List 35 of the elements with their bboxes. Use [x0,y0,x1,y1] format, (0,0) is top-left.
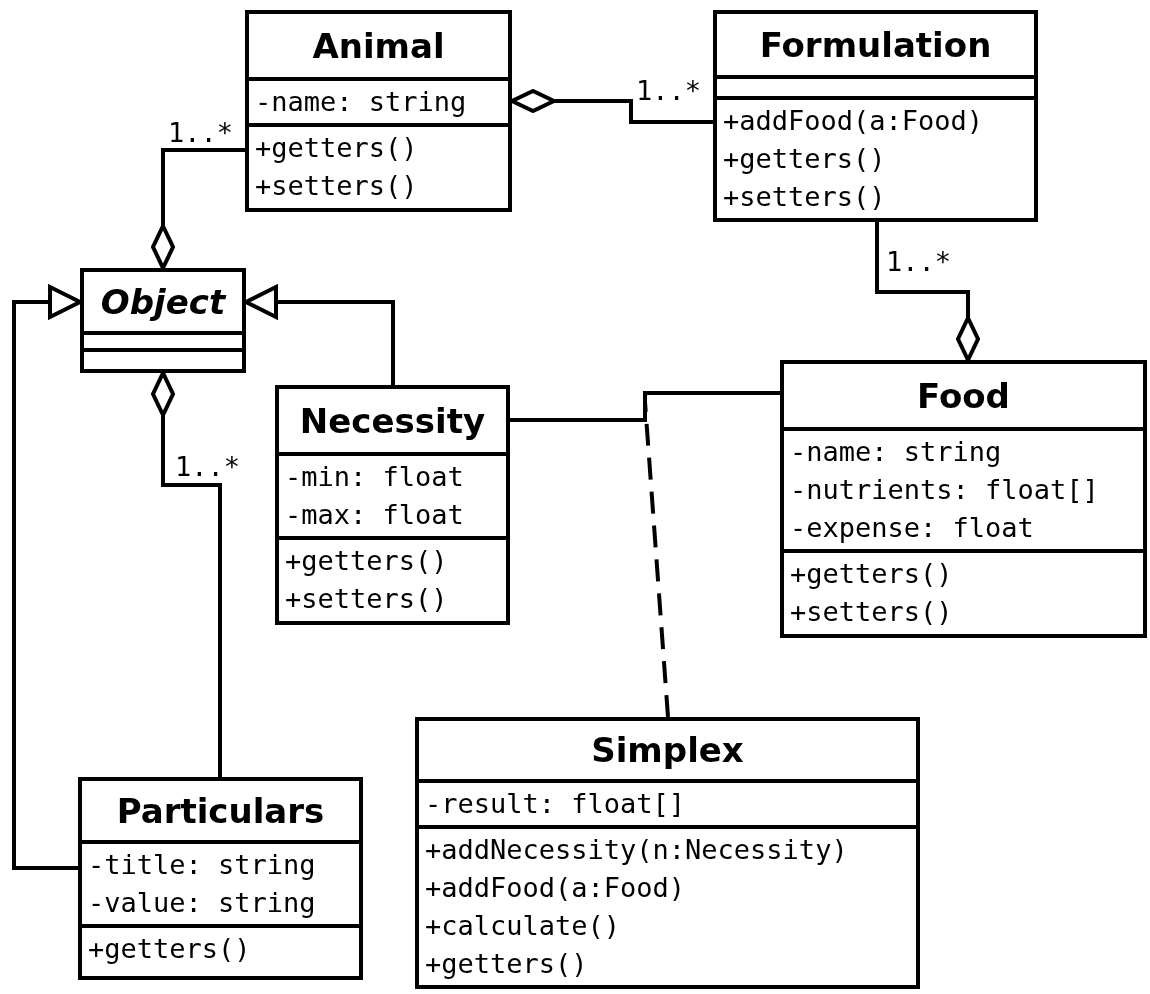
aggregation-line [151,148,245,270]
class-name: Object [100,281,226,322]
class-attributes: -min: float -max: float [285,460,465,532]
class-methods: +addNecessity(n:Necessity) +addFood(a:Food) +calculate() +getters() [425,833,849,981]
class-name: Necessity [299,400,486,441]
class-attributes: -name: string [255,85,468,119]
association-class-line [643,401,670,718]
multiplicity-label: 1..* [886,247,952,277]
aggregation-line [875,222,980,362]
class-attributes: -result: float[] [425,787,687,821]
class-name: Simplex [591,730,744,770]
class-methods: +getters() [88,932,252,966]
class-box [275,385,510,625]
class-box [80,268,246,373]
class-methods: +getters() +setters() [790,557,954,629]
class-attributes: -title: string -value: string [88,848,317,920]
class-box [713,10,1038,222]
class-name: Formulation [759,24,992,65]
aggregation-line [151,371,222,777]
class-box [780,360,1147,638]
class-box [415,717,920,989]
class-methods: +addFood(a:Food) +getters() +setters() [723,104,985,214]
class-methods: +getters() +setters() [255,131,419,203]
class-name: Food [917,375,1010,416]
class-box [78,777,363,980]
class-attributes: -name: string -nutrients: float[] -expense: float [790,435,1100,545]
multiplicity-label: 1..* [168,118,234,148]
class-name: Particulars [116,790,325,831]
class-methods: +getters() +setters() [285,544,449,616]
class-box [245,10,512,212]
multiplicity-label: 1..* [636,76,702,106]
class-name: Animal [312,25,445,66]
multiplicity-label: 1..* [175,452,241,482]
inheritance-arrow [12,285,82,870]
association-line [510,391,780,422]
